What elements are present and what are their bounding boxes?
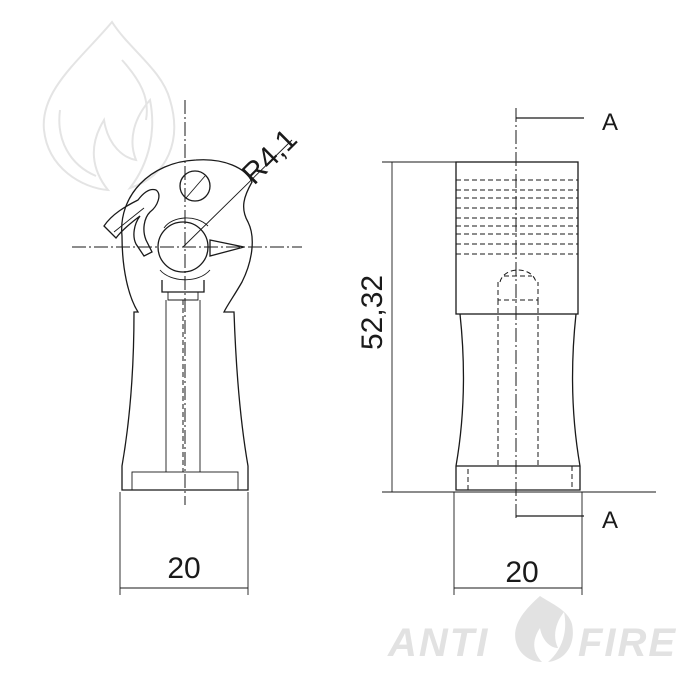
brand-text-left: ANTI — [387, 621, 489, 665]
front-pin-circle — [179, 170, 211, 202]
left-width-label: 20 — [167, 552, 200, 585]
right-width-label: 20 — [505, 556, 538, 589]
front-bore-arc-top — [163, 217, 209, 229]
side-hidden-base — [467, 465, 573, 491]
front-collar — [161, 280, 205, 293]
front-spring-clip-inner — [113, 207, 145, 233]
left-width-dimension: 20 — [119, 492, 249, 595]
side-view: A A — [455, 108, 618, 534]
front-pin-slot — [185, 175, 206, 199]
front-spring-clip — [103, 188, 160, 257]
side-hidden-lines — [456, 179, 578, 255]
radius-label: R4,1 — [236, 123, 304, 191]
flame-watermark-icon — [42, 20, 176, 192]
front-base-plate — [131, 471, 239, 491]
right-width-dimension: 20 — [453, 492, 583, 595]
front-arrow-head — [209, 239, 245, 257]
brand-watermark: ANTI FIRE — [387, 596, 677, 665]
side-top-block — [455, 161, 579, 315]
radius-leader-line — [182, 139, 293, 248]
side-hidden-plug-dome — [499, 269, 537, 283]
height-label: 52,32 — [356, 275, 389, 350]
height-dimension: 52,32 — [356, 161, 656, 493]
section-label-bottom: A — [602, 507, 618, 534]
side-hidden-plug — [497, 282, 539, 301]
section-label-top: A — [602, 109, 618, 136]
side-lower-body — [455, 313, 581, 491]
front-view: R4,1 — [72, 100, 304, 505]
front-view-outline — [121, 159, 253, 491]
brand-text-right: FIRE — [578, 621, 677, 665]
front-collar-inner — [167, 292, 199, 301]
brand-flame-icon — [515, 596, 573, 662]
front-bore-arc-bottom — [159, 269, 211, 281]
